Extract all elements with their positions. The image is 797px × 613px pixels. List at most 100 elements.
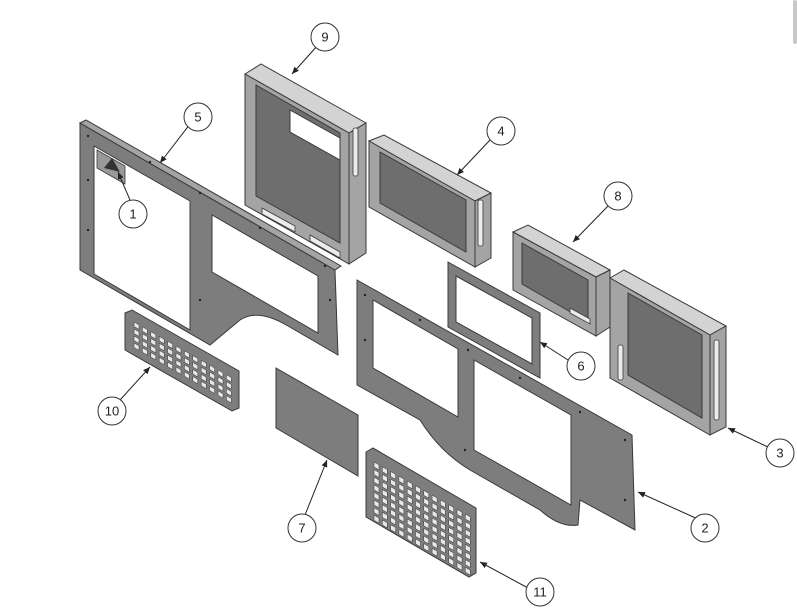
grille-hole — [373, 491, 380, 501]
grille-hole — [406, 526, 413, 535]
grille-hole — [226, 381, 232, 390]
callout-8-number: 8 — [614, 189, 621, 204]
callout-11: 11 — [525, 577, 555, 607]
grille-hole — [390, 493, 396, 503]
grille-hole — [415, 530, 421, 540]
grille-hole — [175, 352, 182, 361]
grille-hole — [158, 335, 165, 345]
grille-hole — [398, 528, 405, 538]
grille-hole — [423, 497, 430, 507]
grille-hole — [448, 557, 454, 567]
grille-hole — [158, 356, 165, 366]
callout-3-number: 3 — [776, 446, 783, 461]
grille-hole — [423, 543, 430, 552]
grille-hole — [226, 388, 232, 397]
grille-hole — [448, 549, 454, 559]
grille-hole — [456, 554, 463, 564]
grille-hole — [373, 484, 380, 494]
grille-hole — [158, 342, 165, 352]
grille-hole — [226, 374, 232, 383]
grille-hole — [142, 326, 148, 335]
part-2-rear-panel — [356, 279, 636, 531]
grille-hole — [390, 471, 396, 480]
grille-hole — [465, 528, 471, 538]
grille-hole — [382, 511, 388, 521]
grille-hole — [133, 328, 140, 337]
grille-hole — [150, 352, 157, 361]
part-6-window-frame — [447, 261, 541, 379]
grille-hole — [390, 509, 396, 518]
grille-hole — [150, 338, 157, 347]
grille-hole — [465, 521, 471, 530]
grille-hole — [209, 364, 215, 373]
grille-hole — [448, 504, 454, 513]
grille-hole — [431, 540, 438, 549]
grille-hole — [192, 376, 199, 385]
callout-8: 8 — [603, 181, 633, 211]
grille-hole — [373, 469, 380, 478]
grille-hole — [142, 340, 148, 349]
grille-hole — [217, 376, 224, 385]
grille-hole — [440, 507, 446, 516]
grille-hole — [431, 494, 438, 504]
grille-hole — [431, 502, 438, 511]
grille-hole — [209, 378, 215, 387]
grille-hole — [423, 527, 430, 537]
grille-hole — [373, 507, 380, 516]
grille-hole — [200, 380, 207, 390]
grille-hole — [431, 517, 438, 527]
grille-hole — [456, 539, 463, 548]
part-7-cover-plate — [275, 367, 359, 477]
grille-hole — [431, 532, 438, 542]
grille-hole — [440, 522, 446, 531]
grille-hole — [167, 340, 173, 349]
grille-hole — [390, 486, 396, 495]
grille-hole — [167, 347, 173, 356]
grille-hole — [133, 342, 140, 351]
grille-hole — [406, 488, 413, 497]
grille-hole — [406, 495, 413, 505]
grille-hole — [465, 566, 471, 576]
grille-hole — [440, 514, 446, 524]
grille-hole — [373, 514, 380, 524]
callout-6: 6 — [566, 351, 596, 381]
grille-hole — [423, 489, 430, 499]
grille-hole — [209, 385, 215, 394]
grille-hole — [456, 516, 463, 526]
grille-hole — [373, 461, 380, 471]
grille-hole — [423, 512, 430, 522]
grille-hole — [406, 480, 413, 490]
callout-1: 1 — [118, 199, 148, 229]
grille-hole — [200, 366, 207, 376]
grille-hole — [184, 350, 190, 359]
grille-hole — [415, 523, 421, 532]
grille-hole — [382, 489, 388, 498]
grille-hole — [382, 504, 388, 514]
grille-hole — [382, 496, 388, 506]
grille-hole — [192, 369, 199, 378]
grille-hole — [423, 535, 430, 545]
part-9-tall-enclosure — [244, 63, 368, 265]
callout-5: 5 — [183, 102, 213, 132]
grille-hole — [167, 361, 173, 370]
callout-9-number: 9 — [321, 30, 328, 45]
leader-lines — [117, 44, 771, 589]
grille-hole — [406, 510, 413, 520]
grille-hole — [456, 546, 463, 556]
scrollbar[interactable] — [793, 0, 797, 44]
callout-7: 7 — [287, 513, 317, 543]
grille-hole — [398, 513, 405, 523]
callout-2-number: 2 — [701, 521, 708, 536]
grille-hole — [200, 373, 207, 383]
part-8-small-enclosure — [511, 224, 612, 337]
grille-hole — [200, 359, 207, 369]
grille-hole — [398, 521, 405, 531]
grille-hole — [465, 544, 471, 553]
part-10-small-grille — [124, 309, 240, 412]
grille-hole — [209, 371, 215, 380]
grille-hole — [406, 503, 413, 513]
grille-hole — [448, 519, 454, 529]
grille-hole — [217, 369, 224, 378]
callout-7-number: 7 — [298, 521, 305, 536]
grille-hole — [142, 347, 148, 356]
